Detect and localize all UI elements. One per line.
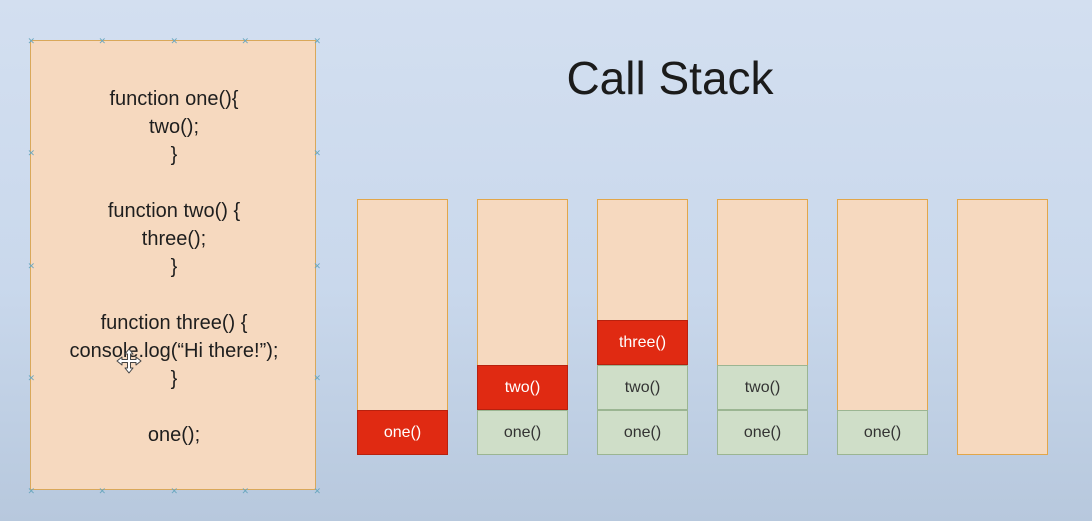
code-line: two(); (149, 116, 199, 138)
stack-frame: one() (477, 410, 568, 455)
code-line: three(); (141, 228, 207, 250)
move-cursor-icon (116, 348, 142, 374)
stack-column: one()two() (477, 199, 568, 455)
stack-frame: one() (357, 410, 448, 455)
code-line: console.log(“Hi there!”); (69, 340, 279, 362)
code-line: function two() { (107, 200, 241, 222)
code-line: one(); (147, 424, 201, 446)
resize-handle-icon[interactable]: ✕ (27, 147, 36, 158)
code-line: } (170, 256, 178, 278)
stack-frame: three() (597, 320, 688, 365)
stack-column: one()two() (717, 199, 808, 455)
stack-column: one()two()three() (597, 199, 688, 455)
resize-handle-icon[interactable]: ✕ (313, 485, 322, 496)
code-line: function three() { (100, 312, 248, 334)
resize-handle-icon[interactable]: ✕ (241, 485, 250, 496)
code-line: } (170, 144, 178, 166)
resize-handle-icon[interactable]: ✕ (241, 35, 250, 46)
resize-handle-icon[interactable]: ✕ (27, 260, 36, 271)
resize-handle-icon[interactable]: ✕ (313, 35, 322, 46)
resize-handle-icon[interactable]: ✕ (98, 485, 107, 496)
stack-column (957, 199, 1048, 455)
resize-handle-icon[interactable]: ✕ (27, 35, 36, 46)
resize-handle-icon[interactable]: ✕ (170, 35, 179, 46)
slide-title: Call Stack (566, 52, 774, 104)
resize-handle-icon[interactable]: ✕ (313, 147, 322, 158)
resize-handle-icon[interactable]: ✕ (170, 485, 179, 496)
resize-handle-icon[interactable]: ✕ (313, 260, 322, 271)
stack-frame: one() (717, 410, 808, 455)
stack-frame: two() (717, 365, 808, 410)
code-line: } (170, 368, 178, 390)
resize-handle-icon[interactable]: ✕ (27, 372, 36, 383)
stack-frame: two() (477, 365, 568, 410)
resize-handle-icon[interactable]: ✕ (313, 372, 322, 383)
stack-column: one() (357, 199, 448, 455)
stack-frame: one() (837, 410, 928, 455)
stack-column: one() (837, 199, 928, 455)
resize-handle-icon[interactable]: ✕ (98, 35, 107, 46)
stack-frame: one() (597, 410, 688, 455)
code-box[interactable]: ✕ ✕ ✕ ✕ ✕ ✕ ✕ ✕ ✕ ✕ ✕ ✕ ✕ ✕ ✕ ✕ function… (27, 35, 322, 495)
stack-frame: two() (597, 365, 688, 410)
code-line: function one(){ (109, 88, 239, 110)
resize-handle-icon[interactable]: ✕ (27, 485, 36, 496)
